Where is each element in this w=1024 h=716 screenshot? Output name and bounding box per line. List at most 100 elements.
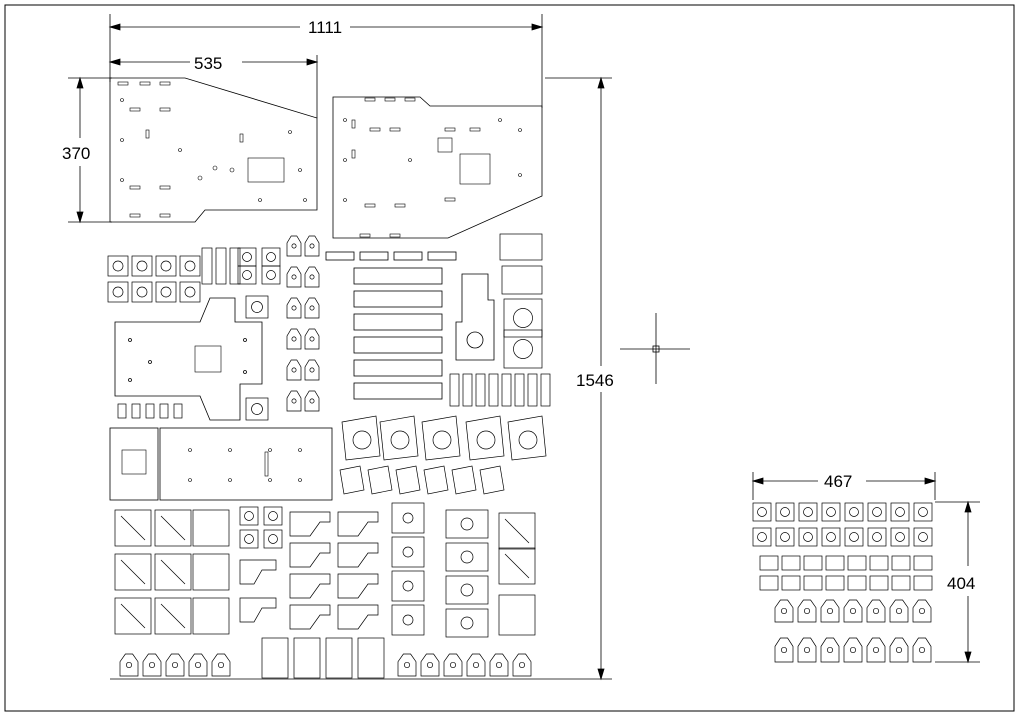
bearing-hole — [291, 367, 297, 373]
bore-plate — [391, 536, 425, 568]
small-clip — [759, 555, 779, 571]
angle-bracket — [289, 573, 331, 599]
bearing-hole — [780, 607, 788, 615]
spacer-strip — [540, 373, 551, 407]
motor-mount-bore — [160, 286, 172, 298]
square-plate — [498, 594, 536, 636]
overall-height-label: 1546 — [576, 371, 614, 390]
motor-mount-bore — [242, 270, 252, 280]
motor-mount-square — [131, 281, 153, 303]
bearing-bracket — [286, 359, 302, 381]
motor-mount-bore — [112, 286, 124, 298]
motor-mount-bore — [757, 532, 767, 542]
motor-mount-bore — [780, 532, 790, 542]
bearing-hole — [918, 607, 926, 615]
motor-mount-square — [263, 529, 283, 549]
motor-mount-bore — [872, 507, 882, 517]
motor-mount-square — [890, 502, 910, 522]
bearing-hole — [780, 646, 788, 654]
small-group-height-label: 404 — [947, 574, 975, 593]
motor-mount-square — [245, 295, 269, 319]
bearing-bracket — [420, 653, 440, 677]
corner-plate — [154, 597, 192, 635]
corner-plate-diagonal — [120, 559, 146, 585]
bearing-bracket — [912, 599, 932, 623]
motor-mount-square — [237, 265, 257, 285]
small-clip — [825, 555, 845, 571]
bearing-hole — [403, 661, 411, 669]
gusset-bracket — [341, 415, 381, 461]
corner-plate — [498, 547, 536, 585]
clamp-block — [423, 465, 449, 495]
motor-mount-square — [179, 255, 201, 277]
gusset-bore — [518, 430, 538, 450]
bearing-hole — [426, 661, 434, 669]
bearing-hole — [291, 336, 297, 342]
clamp-block — [339, 465, 365, 495]
motor-mount-bore — [184, 286, 196, 298]
bearing-hole — [125, 661, 133, 669]
dim-plate-height: 370 — [62, 76, 112, 224]
bearing-hole — [217, 661, 225, 669]
bearing-hole — [803, 607, 811, 615]
angle-bracket — [337, 604, 379, 630]
bearing-hole — [849, 646, 857, 654]
bearing-bracket — [165, 653, 185, 677]
bearing-bracket — [820, 637, 840, 663]
bearing-hole — [171, 661, 179, 669]
motor-mount-bore — [513, 308, 533, 328]
bearing-bracket — [912, 637, 932, 663]
motor-mount-bore — [251, 301, 263, 313]
angle-bracket — [337, 542, 379, 568]
end-plate — [261, 637, 289, 679]
bore-plate — [391, 502, 425, 534]
motor-mount-square — [503, 329, 543, 369]
motor-mount-square — [107, 281, 129, 303]
bearing-bracket — [304, 235, 320, 257]
overall-width-label: 1111 — [308, 18, 342, 37]
bearing-bracket — [443, 653, 463, 677]
spacer-strip — [117, 403, 127, 419]
corner-plate — [114, 509, 152, 547]
angle-bracket — [337, 511, 379, 537]
motor-mount-square — [263, 506, 283, 526]
motor-mount-square — [155, 281, 177, 303]
motor-mount-bore — [160, 260, 172, 272]
bore-plate — [445, 542, 489, 572]
small-clip — [825, 575, 845, 591]
motor-mount-bore — [872, 532, 882, 542]
bearing-hole — [803, 646, 811, 654]
spacer-strip — [462, 373, 473, 407]
spacer-strip — [159, 403, 169, 419]
bearing-bracket — [843, 599, 863, 623]
motor-mount-bore — [266, 252, 276, 262]
small-group-width-label: 467 — [824, 472, 852, 491]
motor-mount-square — [913, 502, 933, 522]
motor-mount-square — [798, 527, 818, 547]
spacer-strip — [488, 373, 499, 407]
motor-mount-square — [155, 255, 177, 277]
bearing-hole — [291, 274, 297, 280]
motor-mount-square — [107, 255, 129, 277]
gusset-bracket — [507, 415, 547, 461]
bearing-bracket — [142, 653, 162, 677]
bearing-bracket — [286, 235, 302, 257]
bearing-hole — [872, 646, 880, 654]
drawing-frame — [4, 4, 1015, 712]
motor-mount-square — [752, 502, 772, 522]
gantry-plate — [114, 297, 263, 421]
motor-mount-square — [131, 255, 153, 277]
bore — [402, 614, 414, 626]
cad-crosshair-cursor — [620, 313, 690, 384]
gusset-bore — [432, 430, 452, 450]
motor-mount-bore — [244, 534, 254, 544]
motor-mount-square — [179, 281, 201, 303]
motor-mount-square — [261, 247, 281, 267]
dim-overall-height: 1546 — [110, 76, 614, 681]
bearing-bracket — [304, 297, 320, 319]
bearing-bracket — [119, 653, 139, 677]
motor-mount-square — [237, 247, 257, 267]
small-clip — [891, 555, 911, 571]
gusset-bore — [352, 430, 372, 450]
motor-mount-bore — [513, 339, 533, 359]
